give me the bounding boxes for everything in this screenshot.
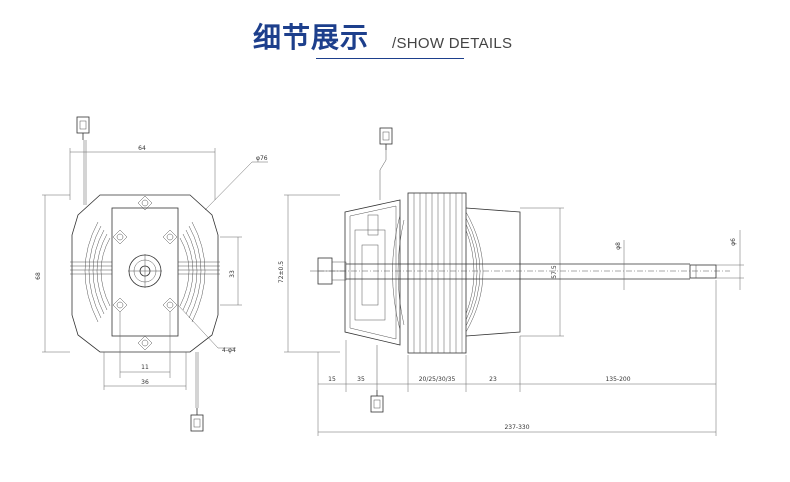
front-mount-holes: [112, 195, 178, 351]
front-bearing: [128, 254, 162, 288]
dim-diameter: φ76: [256, 155, 268, 162]
side-stator-core: [407, 192, 467, 354]
dim-shaft-length: 135-200: [605, 376, 630, 383]
side-view: 72±0.5: [278, 127, 744, 436]
front-bottom-terminal: [190, 352, 204, 432]
dim-mount-holes: 4-φ4: [222, 347, 236, 354]
front-right-coil: [178, 221, 220, 323]
dim-core-height: 57.5: [551, 265, 558, 279]
side-coils: [392, 211, 484, 333]
section-title-chinese: 细节展示: [253, 21, 370, 54]
dim-bottom-outer: 36: [141, 379, 149, 386]
dim-b: 35: [357, 376, 365, 383]
dim-shaft-end: φ6: [730, 238, 737, 246]
side-bottom-terminal: [370, 345, 384, 413]
dim-total-length: 237-330: [504, 424, 529, 431]
dim-stack: 20/25/30/35: [419, 376, 456, 383]
header: 细节展示 /SHOW DETAILS: [0, 0, 790, 70]
side-rear-bracket: [465, 207, 521, 337]
dim-left-height: 68: [35, 272, 42, 280]
dim-right-height: 33: [229, 270, 236, 278]
dim-a: 15: [328, 376, 336, 383]
dim-shaft-diameter: φ8: [615, 242, 622, 250]
side-top-terminal: [379, 127, 393, 200]
dim-side-height: 72±0.5: [278, 261, 285, 283]
front-left-coil: [70, 221, 112, 323]
front-top-terminal: [76, 116, 90, 205]
dim-bottom-inner: 11: [141, 364, 149, 371]
dim-c: 23: [489, 376, 497, 383]
section-title-english: /SHOW DETAILS: [392, 35, 513, 52]
title-underline: [316, 58, 464, 59]
front-view: 64 φ76: [35, 116, 268, 432]
dim-top-width: 64: [138, 145, 146, 152]
side-shaft: [318, 263, 730, 280]
side-bracket: [344, 199, 401, 346]
front-frame: [71, 194, 219, 353]
